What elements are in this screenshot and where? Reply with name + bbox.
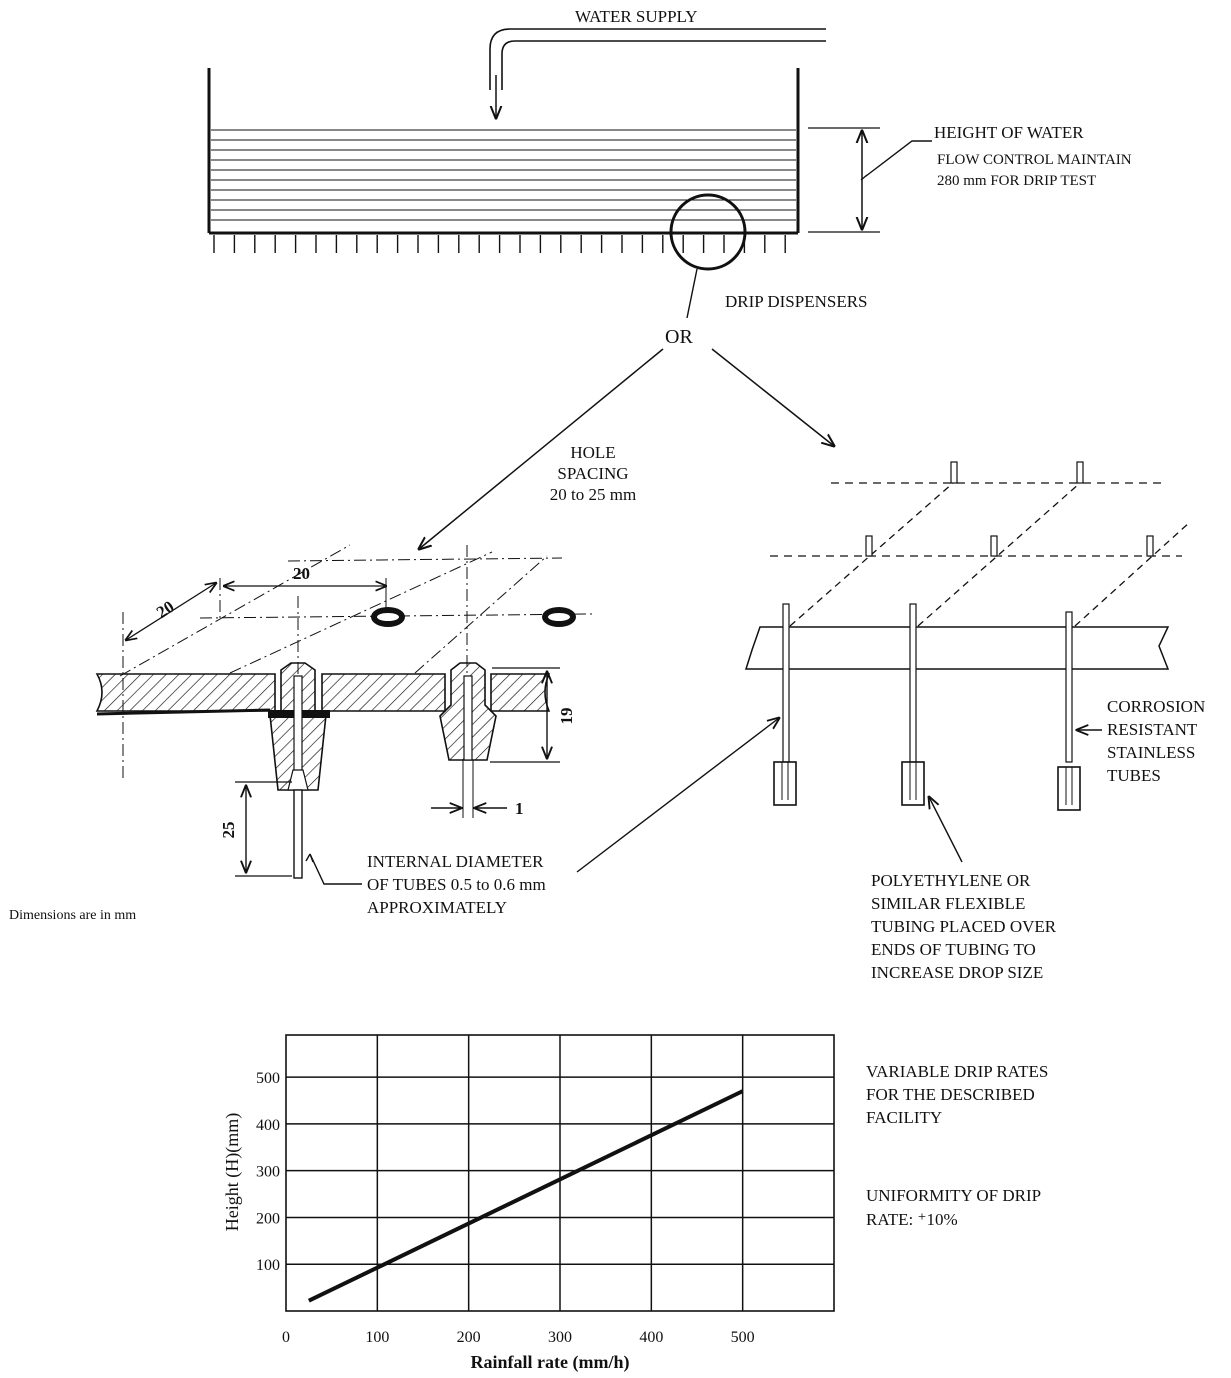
polyethylene-line-3: TUBING PLACED OVER — [871, 917, 1057, 936]
hole-spacing-line-2: SPACING — [557, 464, 628, 483]
series-line — [307, 1089, 744, 1303]
x-tick-label: 500 — [731, 1329, 755, 1346]
polyethylene-line-4: ENDS OF TUBING TO — [871, 940, 1036, 959]
uniformity-line-2: RATE: ⁺10% — [866, 1210, 958, 1229]
dim-1: 1 — [515, 799, 524, 818]
y-tick-label: 500 — [256, 1070, 280, 1087]
x-tick-label: 400 — [639, 1329, 663, 1346]
hole-spacing-detail: HOLE SPACING 20 to 25 mm 20 20 — [95, 443, 779, 917]
hole-spacing-line-3: 20 to 25 mm — [550, 485, 636, 504]
variable-drip-line-1: VARIABLE DRIP RATES — [866, 1062, 1048, 1081]
corrosion-line-1: CORROSION — [1107, 697, 1205, 716]
y-tick-label: 100 — [256, 1257, 280, 1274]
hole-spacing-line-1: HOLE — [570, 443, 615, 462]
hole-marker — [371, 607, 405, 627]
or-label: OR — [665, 326, 693, 348]
y-tick-label: 200 — [256, 1210, 280, 1227]
water-tank — [207, 28, 932, 319]
chart-y-axis-title: Height (H)(mm) — [222, 1113, 243, 1231]
water-level-lines — [211, 129, 796, 221]
drip-rate-chart: 0 100 200 300 400 500 100 200 300 400 500 — [256, 1034, 835, 1346]
dim-25: 25 — [219, 822, 238, 839]
hole-marker — [542, 607, 576, 627]
drip-nozzles-row — [213, 235, 786, 253]
dim-20-diagonal: 20 — [153, 597, 178, 622]
internal-diameter-line-2: OF TUBES 0.5 to 0.6 mm — [367, 875, 546, 894]
drip-dispensers-label: DRIP DISPENSERS — [725, 292, 868, 311]
internal-diameter-line-1: INTERNAL DIAMETER — [367, 852, 544, 871]
y-tick-label: 400 — [256, 1117, 280, 1134]
dim-20-horizontal: 20 — [293, 564, 310, 583]
uniformity-line-1: UNIFORMITY OF DRIP — [866, 1186, 1041, 1205]
x-tick-label: 100 — [365, 1329, 389, 1346]
x-tick-label: 200 — [457, 1329, 481, 1346]
corrosion-line-4: TUBES — [1107, 766, 1161, 785]
variable-drip-line-3: FACILITY — [866, 1108, 942, 1127]
corrosion-line-3: STAINLESS — [1107, 743, 1195, 762]
arrow-to-left-detail — [419, 348, 664, 549]
flow-control-label-1: FLOW CONTROL MAINTAIN — [937, 152, 1132, 168]
x-tick-label: 300 — [548, 1329, 572, 1346]
dimensions-note: Dimensions are in mm — [9, 908, 136, 923]
internal-diameter-line-3: APPROXIMATELY — [367, 898, 507, 917]
water-supply-label: WATER SUPPLY — [575, 7, 698, 26]
height-of-water-label: HEIGHT OF WATER — [934, 123, 1084, 142]
chart-x-axis-title: Rainfall rate (mm/h) — [471, 1352, 630, 1373]
polyethylene-line-1: POLYETHYLENE OR — [871, 871, 1031, 890]
y-tick-label: 300 — [256, 1164, 280, 1181]
stainless-tube-detail: CORROSION RESISTANT STAINLESS TUBES POLY… — [744, 461, 1205, 982]
polyethylene-line-2: SIMILAR FLEXIBLE — [871, 894, 1025, 913]
variable-drip-line-2: FOR THE DESCRIBED — [866, 1085, 1035, 1104]
polyethylene-line-5: INCREASE DROP SIZE — [871, 963, 1043, 982]
arrow-to-right-detail — [711, 348, 834, 446]
corrosion-line-2: RESISTANT — [1107, 720, 1198, 739]
flow-control-label-2: 280 mm FOR DRIP TEST — [937, 173, 1096, 189]
dim-19: 19 — [557, 708, 576, 725]
x-tick-label: 0 — [282, 1329, 290, 1346]
